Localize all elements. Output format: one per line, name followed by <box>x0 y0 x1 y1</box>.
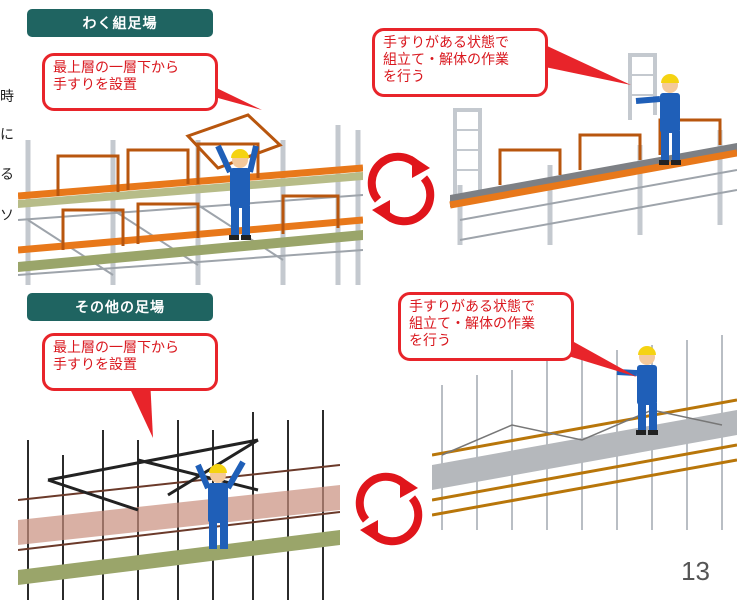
frame-scaffold-illustration-left <box>18 113 363 285</box>
callout-top-right: 手すりがある状態で 組立て・解体の作業 を行う <box>372 28 548 97</box>
callout-line: 最上層の一層下から <box>53 60 179 76</box>
page-number: 13 <box>681 556 710 586</box>
side-text-char: ソ <box>0 208 14 224</box>
worker-icon <box>195 460 246 549</box>
callout-line: 手すりがある状態で <box>409 299 535 315</box>
cycle-arrows-icon <box>355 472 423 546</box>
callout-bottom-right: 手すりがある状態で 組立て・解体の作業 を行う <box>398 292 574 361</box>
callout-pointer <box>125 378 153 438</box>
other-scaffold-illustration-right <box>432 335 737 530</box>
callout-line: を行う <box>383 69 425 85</box>
worker-icon <box>215 144 259 240</box>
side-text-char: る <box>0 167 14 183</box>
callout-line: を行う <box>409 333 451 349</box>
callout-top-left: 最上層の一層下から 手すりを設置 <box>42 53 218 111</box>
frame-scaffold-illustration-right <box>449 53 737 245</box>
callout-line: 組立て・解体の作業 <box>383 52 509 68</box>
side-text-char: 時 <box>0 89 14 105</box>
side-text-char: に <box>0 127 14 143</box>
callout-line: 手すりを設置 <box>53 77 137 93</box>
callout-pointer <box>545 45 631 85</box>
callout-line: 組立て・解体の作業 <box>409 316 535 332</box>
other-scaffold-illustration-left <box>18 410 340 600</box>
worker-icon <box>635 74 681 165</box>
callout-bottom-left: 最上層の一層下から 手すりを設置 <box>42 333 218 391</box>
callout-line: 手すりを設置 <box>53 357 137 373</box>
cycle-arrows-icon <box>367 152 435 226</box>
section-label-frame-scaffold: わく組足場 <box>27 9 213 37</box>
callout-line: 最上層の一層下から <box>53 340 179 356</box>
callout-pointer <box>565 337 637 377</box>
section-label-other-scaffold: その他の足場 <box>27 293 213 321</box>
callout-line: 手すりがある状態で <box>383 35 509 51</box>
